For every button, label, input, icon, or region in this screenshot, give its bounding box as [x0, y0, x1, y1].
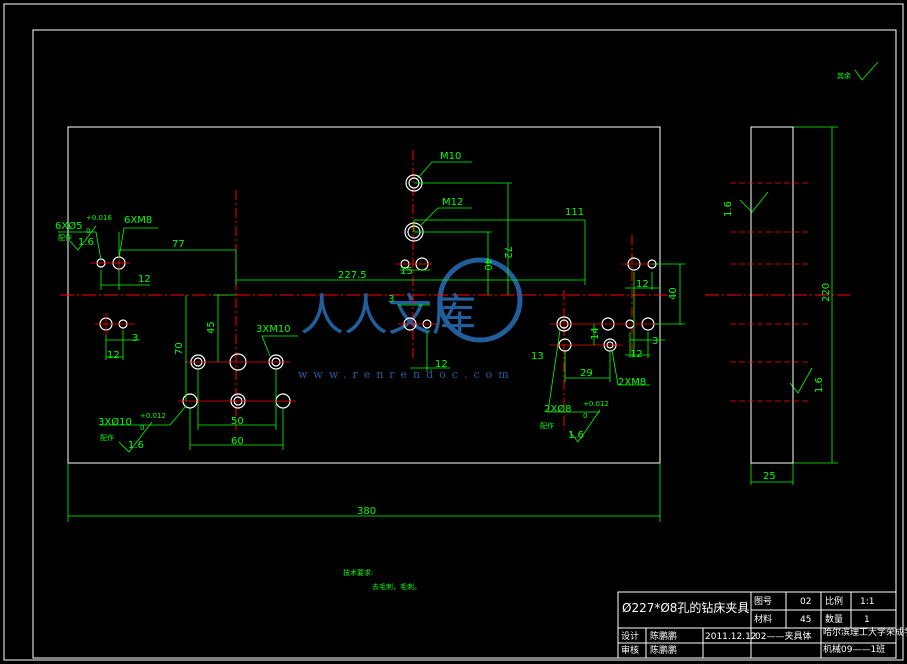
- dim-text: 3: [388, 294, 394, 305]
- dim-text: 3XØ10: [98, 416, 132, 428]
- dim-text: 6XØ5: [55, 220, 82, 232]
- dim-text: 1.6: [128, 440, 144, 451]
- dim-text: M12: [442, 197, 463, 208]
- outer-frame: [3, 3, 904, 661]
- dim-text: 77: [172, 239, 185, 250]
- dim-text: 12: [630, 349, 643, 360]
- dim-text: 12: [138, 274, 151, 285]
- class: 机械09——1班: [823, 643, 885, 655]
- dim-text: 14: [590, 327, 601, 340]
- drawing-no-label: 图号: [754, 596, 772, 607]
- dim-text: 220: [821, 283, 832, 302]
- qty: 1: [864, 615, 870, 625]
- check-name: 陈鹏鹏: [650, 644, 677, 656]
- dim-text: 40: [668, 287, 679, 300]
- dim-text: 3: [652, 336, 658, 347]
- design-name: 陈鹏鹏: [650, 630, 677, 642]
- dim-text: 1.6: [723, 201, 734, 217]
- material: 45: [800, 615, 811, 625]
- watermark-logo: 人人文库: [300, 290, 476, 341]
- dim-text: 72: [502, 246, 513, 259]
- dim-text: 40: [482, 258, 493, 271]
- dimension-lines: [58, 126, 838, 522]
- check-label: 审核: [621, 644, 639, 656]
- dim-text: 0: [86, 227, 90, 235]
- scale: 1:1: [860, 597, 874, 607]
- watermark: 人人文库 www.renrendoc.com: [298, 257, 523, 381]
- dim-text: 227.5: [338, 270, 367, 281]
- dim-text: 29: [580, 368, 593, 379]
- design-label: 设计: [621, 630, 639, 642]
- dim-text: 配作: [58, 233, 72, 242]
- dim-text: 380: [357, 506, 376, 517]
- dim-text: 12: [435, 359, 448, 370]
- inner-frame: [32, 29, 897, 659]
- dim-text: 1.6: [568, 430, 584, 441]
- qty-label: 数量: [825, 613, 843, 625]
- part-name: Ø227*Ø8孔的钻床夹具: [622, 600, 749, 615]
- watermark-url: www.renrendoc.com: [298, 368, 515, 381]
- dim-text: 111: [565, 207, 584, 218]
- drawing-no: 02: [800, 597, 811, 607]
- dim-text: 1.6: [814, 377, 825, 393]
- dim-text: 45: [206, 321, 217, 334]
- dim-text: 50: [231, 416, 244, 427]
- dim-text: 3: [132, 333, 138, 344]
- dim-text: 2XØ8: [544, 403, 571, 415]
- tech-notes-line: 去毛刺，毛刺。: [372, 582, 421, 591]
- side-view-outline: [750, 126, 794, 464]
- dim-text: 其余: [837, 71, 851, 80]
- title-block-texts: Ø227*Ø8孔的钻床夹具 图号 02 材料 45 比例 1:1 数量 1 设计…: [621, 595, 907, 656]
- dim-text: 配作: [100, 433, 114, 442]
- dim-text: 配作: [540, 421, 554, 430]
- date: 2011.12.12: [705, 632, 757, 642]
- center-lines-vertical: [235, 150, 633, 430]
- dim-text: 0: [140, 424, 144, 432]
- dim-text: +0.012: [140, 412, 166, 420]
- dim-text: 25: [763, 471, 776, 482]
- dim-text: 12: [636, 279, 649, 290]
- dim-text: 13: [531, 351, 544, 362]
- dim-text: +0.012: [583, 400, 609, 408]
- side-view-hidden-lines: [730, 182, 810, 402]
- tech-notes-title: 技术要求:: [343, 568, 373, 577]
- dim-text: +0.016: [86, 214, 112, 222]
- title-block: [617, 591, 897, 659]
- school: 哈尔滨理工大学荣成学院: [823, 626, 907, 638]
- dim-text: 2XM8: [618, 377, 646, 388]
- dim-text: 60: [231, 436, 244, 447]
- dim-text: 0: [583, 412, 587, 420]
- part-ref: 02——夹具体: [755, 630, 811, 642]
- dim-text: M10: [440, 151, 461, 162]
- dim-text: 3XM10: [256, 324, 291, 335]
- dim-text: 1.6: [78, 237, 94, 248]
- scale-label: 比例: [825, 595, 843, 607]
- dimension-texts: 6XØ5 +0.016 0 6XM8 配作 1.6 77 12 3 12 M10…: [55, 71, 851, 517]
- material-label: 材料: [754, 613, 772, 625]
- dim-text: 6XM8: [124, 215, 152, 226]
- dim-text: 15: [400, 266, 413, 277]
- dim-text: 70: [174, 342, 185, 355]
- rotated-dimension-texts: 72 40 45 70 14 40 220 1.6 1.6: [174, 201, 832, 393]
- dim-text: 12: [107, 350, 120, 361]
